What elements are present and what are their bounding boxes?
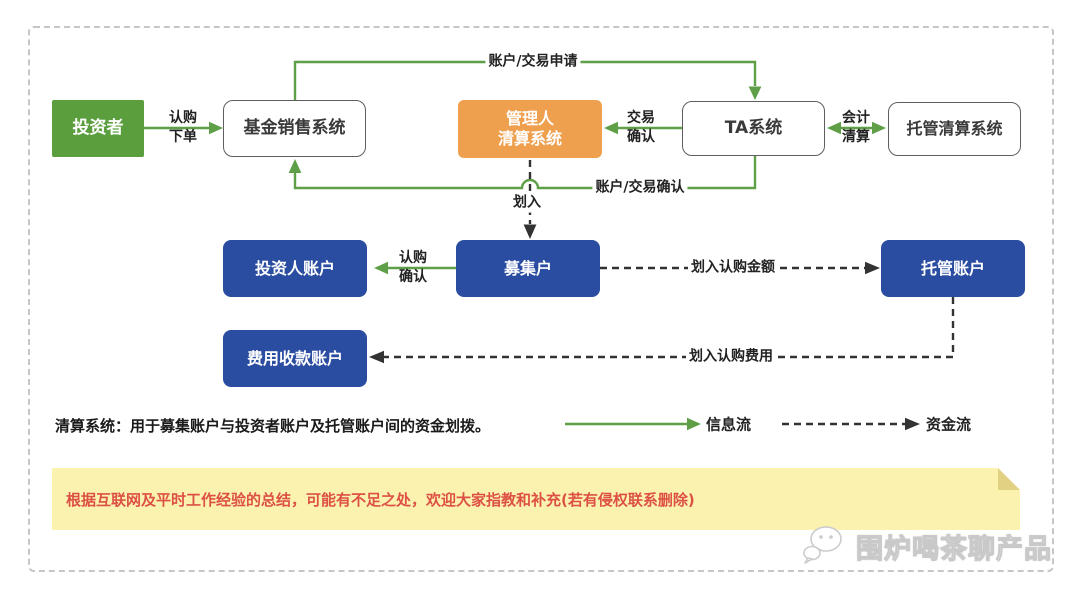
edge-label-account-trade-confirm: 账户/交易确认 [592,178,688,198]
node-manager-clearing-system: 管理人 清算系统 [458,100,602,158]
edge-label-account-trade-apply: 账户/交易申请 [485,52,581,72]
edge-label-subscribe-order: 认购 下单 [169,110,197,145]
edge-label-transfer-amount: 划入认购金额 [688,258,778,278]
node-fee-collection-account: 费用收款账户 [223,330,367,387]
node-custody-account: 托管账户 [881,240,1025,297]
edge-label-accounting-clearing: 会计 清算 [842,110,870,145]
node-ta-system: TA系统 [682,101,825,156]
legend-info-flow-label: 信息流 [706,415,752,434]
edge-label-trade-confirm: 交易 确认 [627,110,655,145]
disclaimer-note: 根据互联网及平时工作经验的总结，可能有不足之处，欢迎大家指教和补充(若有侵权联系… [52,468,1020,530]
node-investor: 投资者 [52,100,144,157]
chat-bubbles-icon [803,526,842,564]
node-raise-account: 募集户 [456,240,600,297]
edge-label-transfer-fee: 划入认购费用 [686,347,776,367]
disclaimer-text: 根据互联网及平时工作经验的总结，可能有不足之处，欢迎大家指教和补充(若有侵权联系… [66,490,695,509]
node-fund-sales-system: 基金销售系统 [223,100,366,157]
edge-label-transfer-in: 划入 [510,193,544,213]
node-investor-account: 投资人账户 [223,240,367,297]
edge-label-subscribe-confirm: 认购 确认 [399,250,427,285]
watermark: 围炉喝茶聊产品 [800,524,1052,568]
legend-fund-flow-label: 资金流 [926,415,972,434]
footnote-text: 清算系统：用于募集账户与投资者账户及托管账户间的资金划拨。 [55,417,491,435]
node-custody-clearing-system: 托管清算系统 [888,102,1021,156]
dashed-border-frame [28,26,1054,572]
watermark-text: 围炉喝茶聊产品 [856,533,1052,565]
